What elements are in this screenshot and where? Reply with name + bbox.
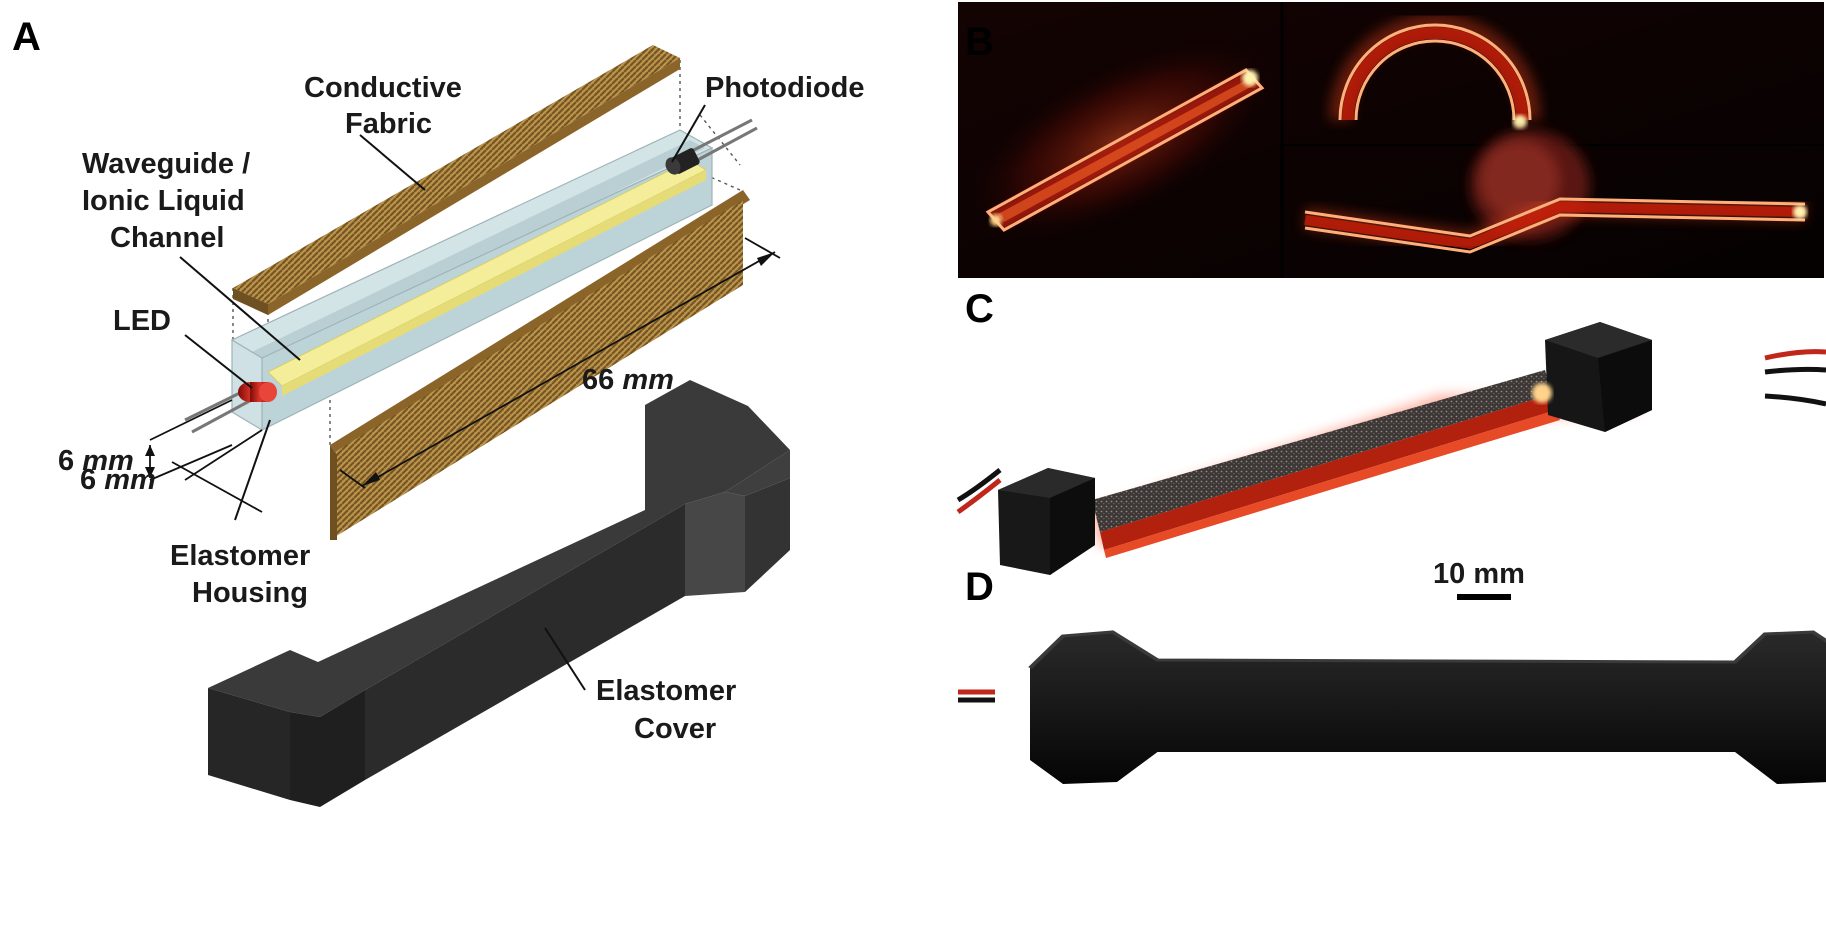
panel-c-strip: [1090, 370, 1640, 558]
panel-c-letter: C: [965, 287, 994, 331]
panel-b: B: [958, 2, 1824, 278]
diagram-labels: Conductive Fabric Photodiode Waveguide /…: [82, 72, 864, 745]
conductive-fabric-upper: [233, 45, 680, 315]
panel-c: C: [956, 287, 1826, 575]
panel-a-letter: A: [12, 15, 41, 59]
dimension-6mm-width: 6 mm: [80, 429, 263, 513]
conductive-fabric-lower: [330, 190, 750, 540]
photodiode-component: [665, 118, 758, 175]
width-dimension-label: 6 mm: [80, 464, 156, 496]
label-waveguide-1: Waveguide /: [82, 148, 250, 180]
label-conductive-fabric-2: Fabric: [345, 108, 432, 140]
panel-d-letter: D: [965, 565, 994, 609]
leader-lines: [179, 104, 706, 691]
scale-bar: 10 mm: [1433, 558, 1525, 600]
label-elastomer-housing-2: Housing: [192, 577, 308, 609]
glowing-strip-straight: [960, 36, 1280, 244]
led-component: [184, 382, 277, 434]
panel-c-end-block-left: [998, 468, 1095, 575]
elastomer-housing-block: [230, 129, 714, 432]
label-elastomer-housing-1: Elastomer: [170, 540, 310, 572]
glowing-strip-arch: [1329, 14, 1541, 129]
label-conductive-fabric-1: Conductive: [304, 72, 462, 104]
panel-c-wires: [956, 349, 1826, 515]
dimension-6mm-height: 6 mm: [58, 399, 233, 481]
panel-a: A: [12, 15, 864, 807]
panel-c-end-block-right: [1532, 322, 1652, 432]
panel-d: D 10 mm: [958, 558, 1826, 784]
label-elastomer-cover-1: Elastomer: [596, 675, 736, 707]
label-waveguide-2: Ionic Liquid: [82, 185, 245, 217]
label-waveguide-3: Channel: [110, 222, 224, 254]
height-dimension-label: 6 mm: [58, 445, 134, 477]
elastomer-cover-shape: [208, 380, 790, 807]
scale-bar-line: [1457, 594, 1511, 600]
glowing-strip-bent: [1303, 130, 1807, 254]
label-photodiode: Photodiode: [705, 72, 864, 104]
dimension-66mm: 66 mm: [339, 237, 781, 489]
panel-b-letter: B: [965, 20, 994, 64]
label-led: LED: [113, 305, 171, 337]
scale-bar-label: 10 mm: [1433, 558, 1525, 590]
label-elastomer-cover-2: Cover: [634, 713, 716, 745]
length-dimension-label: 66 mm: [582, 364, 674, 396]
panel-d-cover: [1028, 630, 1826, 784]
